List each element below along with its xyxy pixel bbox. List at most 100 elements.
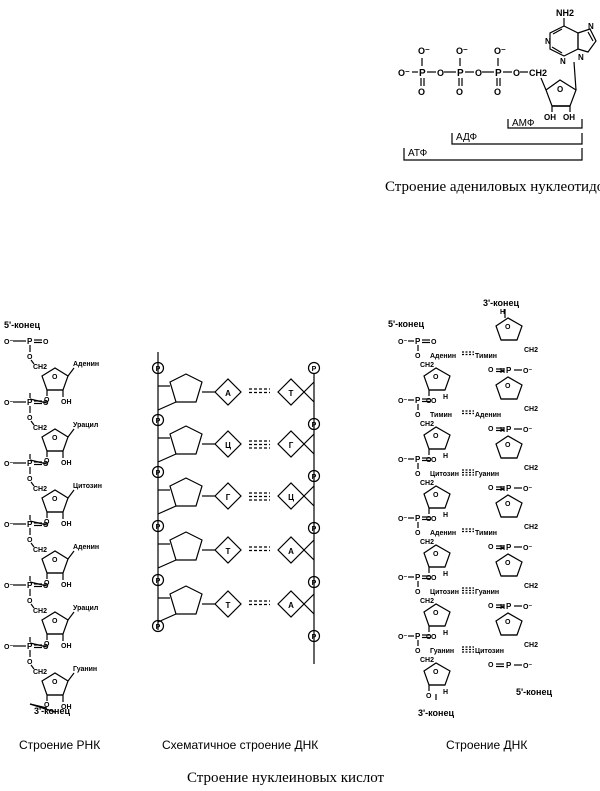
deoxyribose-ring [423,485,451,509]
oxygen-label: O [431,634,437,641]
nitrogen-label: N [578,53,584,62]
ring-oxygen-label: O [505,442,511,449]
hydrogen-label: H [500,309,505,316]
oxygen-label: O [431,457,437,464]
phosphorus-alpha-label: P [495,68,502,79]
ring-oxygen-label: O [433,610,439,617]
phosphate-label: P [156,366,161,373]
right-base-label: А [288,547,294,556]
right-base-label: Тимин [475,353,497,360]
phosphate-label: P [156,624,161,631]
atp-label: АТФ [408,148,428,159]
phosphate-label: P [312,422,317,429]
left-base-label: Цитозин [430,589,459,596]
deoxyribose-ring [423,544,451,568]
left-sugar [169,373,203,403]
ch2-label: CH2 [524,524,538,531]
left-base-diamond [214,590,242,618]
phosphate-label: P [312,634,317,641]
ch2-label: CH2 [529,68,547,78]
oxygen-label: O [43,339,49,346]
rna-base-label: Цитозин [73,483,102,490]
left-base-diamond [214,536,242,564]
right-base-label: Ц [288,493,294,502]
dna-left-five-prime-label: 5'-конец [388,319,424,329]
phosphorus-label: P [415,455,421,464]
hydrogen-label: H [500,486,505,493]
hydroxyl-label: OH [61,521,72,528]
hydroxyl-label: OH [563,113,575,122]
ch2-label: CH2 [33,364,47,371]
oxygen-minus-label: O⁻ [523,486,532,493]
oxygen-minus-label: O⁻ [523,604,532,611]
hydrogen-label: H [443,571,448,578]
oxygen-label: O [44,519,50,526]
hydrogen-label: H [443,453,448,460]
phosphorus-label: P [27,642,33,651]
oxygen-minus-label: O⁻ [4,583,13,590]
bridge-oxygen-label: O [475,68,482,78]
oxygen-minus-label: O⁻ [523,368,532,375]
left-base-diamond [214,378,242,406]
rna-five-prime-end-label: 5'-конец [4,320,40,330]
dna-right-three-prime-label: 3'-конец [483,298,519,308]
right-base-label: Цитозин [475,648,504,655]
oxygen-label: O [456,87,463,97]
phosphorus-label: P [27,337,33,346]
right-base-label: Аденин [475,412,501,419]
ring-oxygen-label: O [505,560,511,567]
left-base-label: Т [226,601,231,610]
oxygen-label: O [415,589,421,596]
ring-oxygen-label: O [505,619,511,626]
oxygen-label: O [431,575,437,582]
oxygen-label: O [27,659,33,666]
phosphate-circle [307,417,321,431]
hydroxyl-label: OH [61,643,72,650]
oxygen-minus-label: O⁻ [494,46,506,56]
phosphate-label: P [156,470,161,477]
oxygen-minus-label: O⁻ [456,46,468,56]
oxygen-label: O [488,662,494,669]
oxygen-label: O [415,353,421,360]
phosphate-label: P [312,580,317,587]
oxygen-label: O [44,702,50,709]
phosphorus-label: P [27,581,33,590]
oxygen-label: O [43,400,49,407]
oxygen-label: O [488,426,494,433]
ring-oxygen-label: O [52,496,58,503]
phosphorus-label: P [506,366,512,375]
adp-label: АДФ [456,132,478,143]
ring-oxygen-label: O [433,551,439,558]
deoxyribose-ring [495,612,523,636]
deoxyribose-ring [495,553,523,577]
ribose-ring: O OH OH [540,61,577,122]
rna-caption: Строение РНК [19,738,101,752]
nucleic-acids-caption: Строение нуклеиновых кислот [187,770,385,786]
phosphorus-label: P [506,543,512,552]
phosphorus-label: P [27,398,33,407]
phosphate-circle [151,573,165,587]
phosphorus-label: P [415,514,421,523]
phosphorus-label: P [415,632,421,641]
left-base-label: Тимин [430,412,452,419]
oxygen-label: O [415,471,421,478]
left-sugar [169,531,203,561]
right-base-label: Гуанин [475,589,499,596]
left-base-label: Ц [225,441,231,450]
oxygen-minus-label: O⁻ [4,522,13,529]
oxygen-label: O [27,598,33,605]
phosphate-circle [151,413,165,427]
oxygen-minus-label: O⁻ [418,46,430,56]
hydrogen-label: H [500,545,505,552]
ch2-label: CH2 [524,406,538,413]
ring-oxygen-label: O [52,374,58,381]
amine-label: NH2 [556,8,574,18]
left-base-label: Гуанин [430,648,454,655]
phosphorus-gamma-label: P [419,68,426,79]
rna-base-label: Урацил [73,422,98,429]
right-base-label: А [288,601,294,610]
